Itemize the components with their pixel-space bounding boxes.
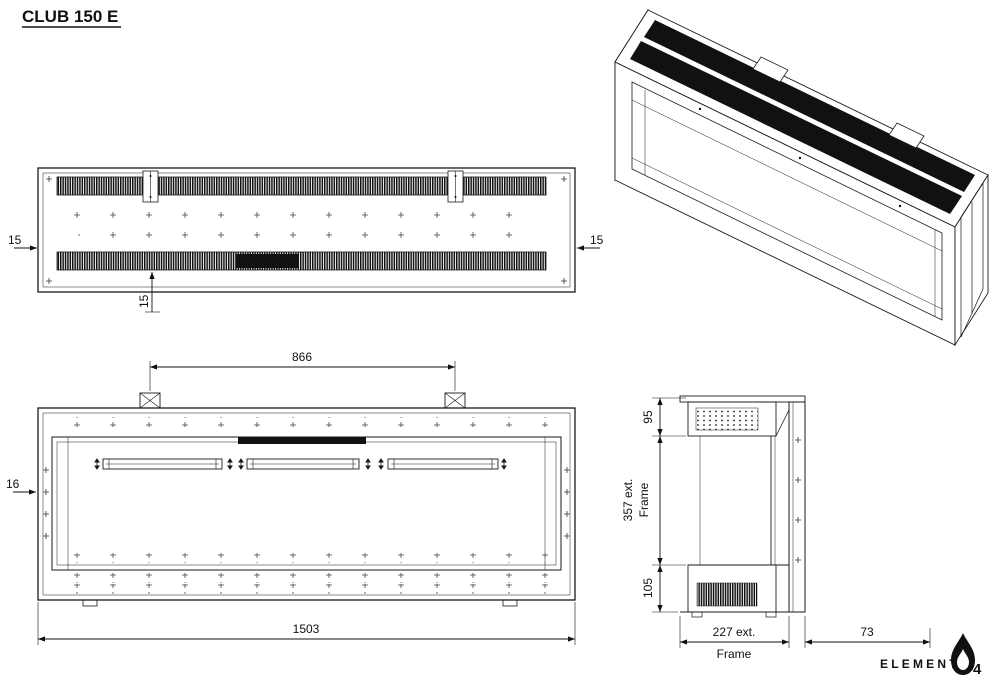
burner-tray-left xyxy=(102,458,223,470)
top-display-bar xyxy=(236,254,298,268)
logo-brand-text: ELEMENT xyxy=(880,657,960,671)
dim-1503: 1503 xyxy=(37,602,576,645)
front-fastener-row-base-2 xyxy=(55,584,560,594)
dimension-label: 15 xyxy=(137,294,151,308)
dimension-label: 357 ext. xyxy=(621,479,635,522)
dim-357-ext-frame: 357 ext. Frame xyxy=(621,436,663,565)
dim-top-right-15: 15 xyxy=(577,233,604,251)
dimension-label: 73 xyxy=(860,625,874,639)
side-deflector xyxy=(775,409,790,437)
burner-tray-right xyxy=(387,458,499,470)
dimension-label: 866 xyxy=(292,350,312,364)
drawing-title: CLUB 150 E xyxy=(22,7,121,28)
side-top-vent-grille xyxy=(695,407,759,431)
dimension-label: 105 xyxy=(641,578,655,598)
dim-866: 866 xyxy=(149,350,456,391)
dimension-label: 15 xyxy=(590,233,604,247)
flame-icon-inner xyxy=(957,649,969,670)
top-view-dimensions: 15 15 15 xyxy=(8,233,604,313)
dim-227-ext-frame: 227 ext. Frame xyxy=(680,625,789,661)
front-view-dimensions: 866 16 1503 xyxy=(6,350,576,645)
page-title: CLUB 150 E xyxy=(22,7,118,26)
isometric-view xyxy=(614,8,989,347)
dim-105: 105 xyxy=(641,565,663,612)
dim-top-left-15: 15 xyxy=(8,233,37,251)
dimension-label: 1503 xyxy=(293,622,320,636)
iso-interior-lines xyxy=(631,90,943,316)
iso-top-grille-front xyxy=(630,41,962,214)
top-fastener-row-2 xyxy=(78,230,538,240)
side-top-convection-box xyxy=(687,401,777,437)
dimension-label: Frame xyxy=(717,647,752,661)
iso-top-grille-rear xyxy=(644,20,975,192)
top-bracket-left xyxy=(142,170,159,203)
front-foot-right xyxy=(502,599,518,607)
iso-front-opening xyxy=(631,81,943,321)
iso-mounting-tab-right xyxy=(888,122,925,149)
side-foot-left xyxy=(691,611,703,618)
top-fastener-row-1 xyxy=(60,208,540,218)
side-bottom-vent-grille xyxy=(696,582,758,607)
top-grille-band-front xyxy=(56,251,547,271)
dim-top-bottom-15: 15 xyxy=(137,272,160,313)
logo-number: 4 xyxy=(973,661,982,678)
side-view-dimensions: 95 357 ext. Frame 105 227 ext. Frame 73 xyxy=(621,397,931,661)
front-view xyxy=(37,392,576,607)
dim-73: 73 xyxy=(805,625,930,645)
front-fastener-row-opening-bottom xyxy=(60,553,557,563)
dimension-label: 95 xyxy=(641,410,655,424)
dimension-label: Frame xyxy=(637,482,651,517)
front-display-bar xyxy=(238,437,366,444)
dimension-label: 16 xyxy=(6,477,20,491)
front-fastener-row-base-1 xyxy=(55,573,560,583)
side-view xyxy=(679,395,806,618)
front-fastener-row-top xyxy=(55,417,560,427)
side-foot-right xyxy=(765,611,777,618)
burner-tray-center xyxy=(246,458,360,470)
element4-logo: ELEMENT 4 xyxy=(880,633,982,678)
iso-front-frame-dots xyxy=(698,107,902,208)
iso-right-glass-frame xyxy=(960,181,984,338)
top-bracket-right xyxy=(447,170,464,203)
dim-95: 95 xyxy=(641,398,663,436)
front-mounting-tab-right xyxy=(444,392,466,409)
iso-mounting-tab-middle xyxy=(752,56,789,83)
front-mounting-tab-left xyxy=(139,392,161,409)
dimension-label: 15 xyxy=(8,233,22,247)
dimension-label: 227 ext. xyxy=(713,625,756,639)
front-foot-left xyxy=(82,599,98,607)
front-view-inner-frame xyxy=(42,412,571,596)
dim-front-left-16: 16 xyxy=(6,477,36,495)
top-view xyxy=(37,167,576,293)
top-grille-band-rear xyxy=(56,176,547,196)
top-view-inner-frame xyxy=(42,172,571,288)
